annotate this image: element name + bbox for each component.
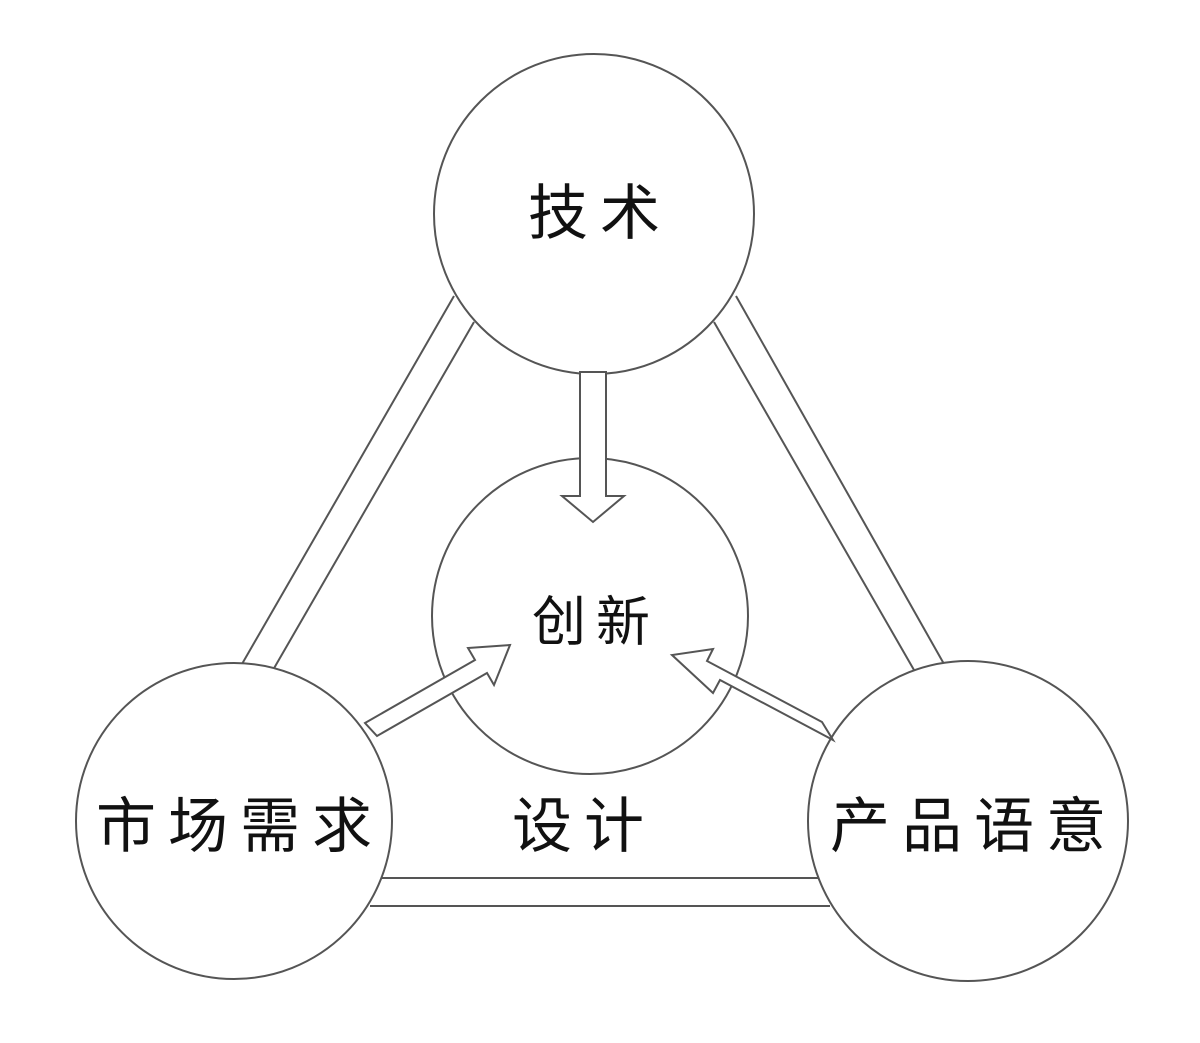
connector-left-right xyxy=(370,877,830,907)
node-left-label: 市场需求 xyxy=(96,792,384,862)
node-left-circle xyxy=(75,662,393,980)
node-center-label: 创新 xyxy=(532,591,660,654)
node-right-label: 产品语意 xyxy=(830,792,1118,862)
node-right-circle xyxy=(807,660,1129,982)
arrow-right-to-center xyxy=(669,647,836,743)
connector-right-top xyxy=(713,295,945,671)
bottom-label: 设计 xyxy=(512,792,656,862)
arrow-top-to-center xyxy=(559,371,627,524)
node-top-label: 技术 xyxy=(528,179,672,249)
arrow-left-to-center xyxy=(363,643,512,738)
connector-left-top xyxy=(241,295,475,671)
